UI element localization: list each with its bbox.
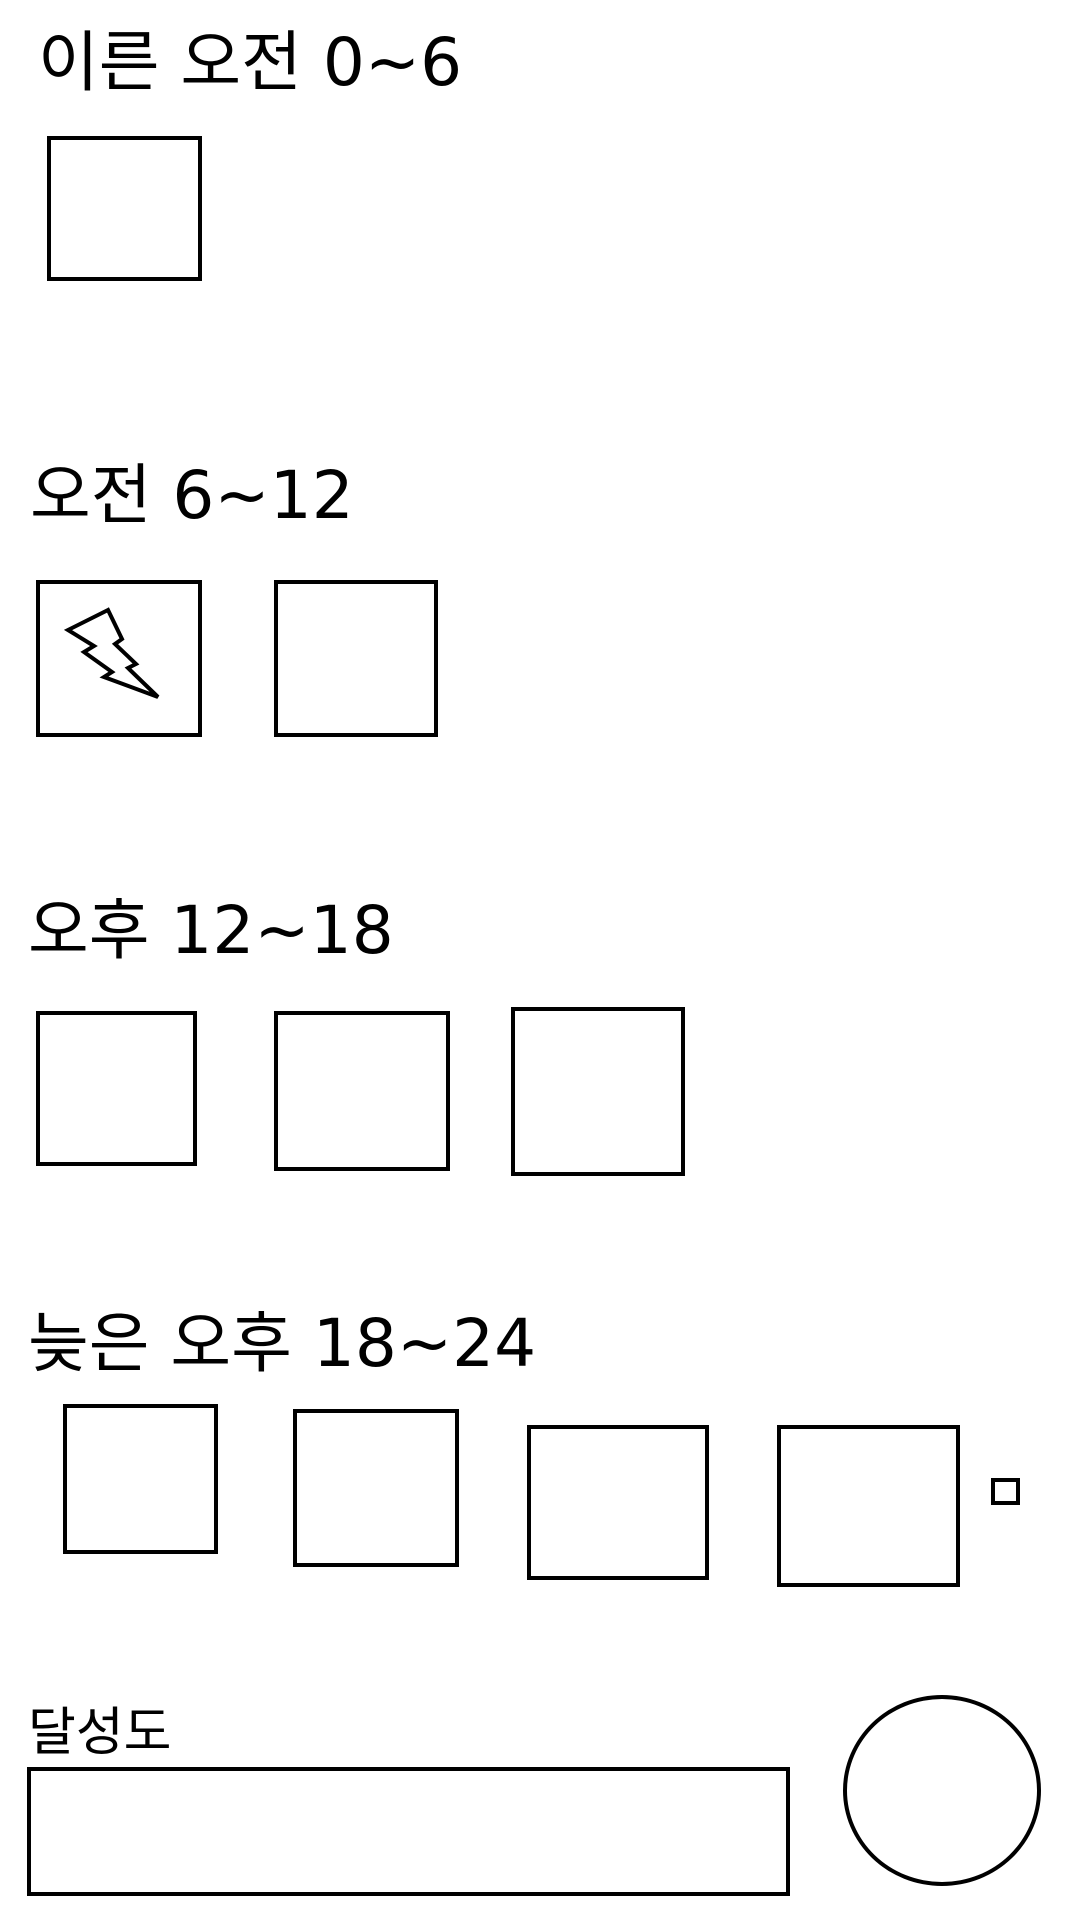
late-afternoon-slot-1[interactable] <box>63 1404 218 1554</box>
section-title-early-morning: 이른 오전 0~6 <box>38 24 463 101</box>
section-title-afternoon: 오후 12~18 <box>28 892 394 969</box>
achievement-circle <box>843 1695 1041 1886</box>
afternoon-slot-1[interactable] <box>36 1011 197 1166</box>
late-afternoon-slot-4[interactable] <box>777 1425 960 1587</box>
lightning-icon <box>63 607 160 699</box>
late-afternoon-slot-2[interactable] <box>293 1409 459 1567</box>
achievement-label: 달성도 <box>28 1703 172 1763</box>
section-title-morning: 오전 6~12 <box>30 457 354 534</box>
morning-slot-2[interactable] <box>274 580 438 737</box>
early-morning-slot-1[interactable] <box>47 136 202 281</box>
afternoon-slot-3[interactable] <box>511 1007 685 1176</box>
late-afternoon-slot-3[interactable] <box>527 1425 709 1580</box>
add-slot-button[interactable] <box>991 1478 1020 1505</box>
section-title-late-afternoon: 늦은 오후 18~24 <box>28 1305 537 1382</box>
morning-slot-1[interactable] <box>36 580 202 737</box>
achievement-progress-bar <box>27 1767 790 1896</box>
afternoon-slot-2[interactable] <box>274 1011 450 1171</box>
